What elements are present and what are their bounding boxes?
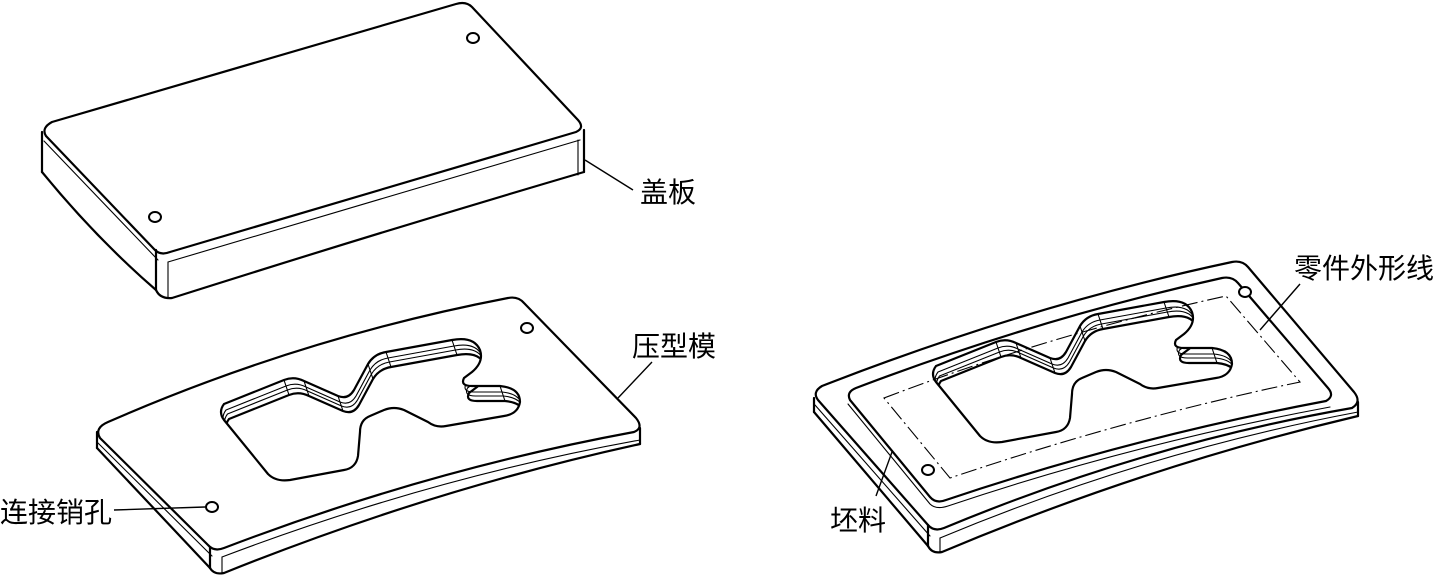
blank-die-front-fillet: [939, 411, 1359, 539]
blank-die-left-fillet: [814, 404, 931, 537]
label-pin-hole: 连接销孔: [0, 496, 112, 529]
label-forming-die: 压型模: [632, 330, 716, 363]
blank-die-front-bottom: [926, 414, 1360, 554]
forming-die-front-fillet: [221, 439, 641, 558]
cover-plate-pin-hole: [466, 32, 480, 44]
cover-plate-left-fillet: [43, 140, 159, 261]
blank-die-edges: [812, 396, 1360, 548]
die-with-blank: [812, 260, 1360, 554]
cover-plate-front-fillet: [167, 139, 581, 263]
forming-die-pin-hole: [520, 322, 534, 334]
cover-plate: [40, 1, 586, 300]
cover-plate-top-face: [43, 1, 583, 255]
cover-plate-left-bottom: [40, 170, 158, 292]
blank-die-pin-hole: [1238, 286, 1252, 298]
leader-blank: [875, 451, 893, 497]
label-blank: 坯料: [830, 504, 886, 537]
forming-die-top-face: [97, 296, 641, 551]
blank-die-pin-hole: [921, 464, 935, 476]
cover-plate-pin-hole: [148, 211, 162, 223]
forming-die-left-fillet: [97, 442, 213, 557]
leader-forming-die: [617, 361, 653, 399]
cover-plate-corner-lines: [167, 139, 579, 298]
part-outline-line: [883, 295, 1302, 479]
leader-pin-hole: [113, 506, 206, 511]
blank-die-top-face: [814, 260, 1359, 531]
forming-die-edges: [95, 426, 642, 570]
label-cover-plate: 盖板: [640, 176, 696, 209]
label-part-outline: 零件外形线: [1294, 252, 1434, 285]
cover-plate-edges: [40, 128, 586, 292]
leader-cover-plate: [584, 159, 634, 191]
forming-die-pin-hole: [205, 501, 219, 513]
forming-die-front-bottom: [208, 442, 642, 575]
blank-sheet-thickness: [847, 403, 1331, 509]
blank-die-left-bottom: [812, 410, 930, 548]
forming-die: [95, 296, 642, 575]
blank-sheet-outline: [847, 276, 1333, 503]
leader-part-outline: [1259, 283, 1301, 331]
cover-plate-front-bottom: [154, 170, 586, 300]
